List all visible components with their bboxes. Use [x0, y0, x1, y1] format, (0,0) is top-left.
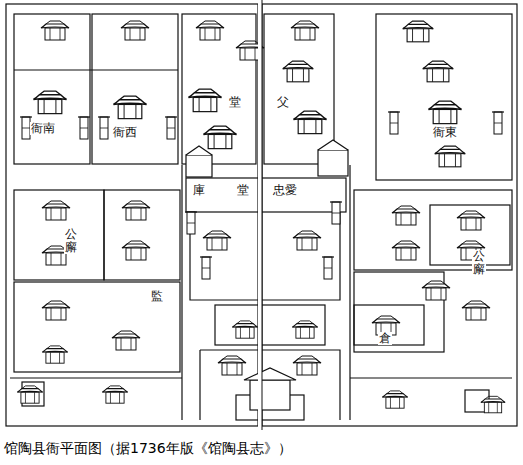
- place-label: 衙東: [432, 126, 458, 139]
- side-hall-icon: [185, 212, 197, 234]
- building-icon: [122, 201, 150, 220]
- building-icon: [292, 321, 317, 338]
- place-label: 衙南: [30, 122, 56, 135]
- building-icon: [218, 356, 246, 375]
- building-icon: [457, 211, 485, 230]
- building-icon: [203, 231, 231, 250]
- place-label: 堂: [228, 96, 242, 109]
- building-icon: [293, 356, 321, 375]
- side-hall-icon: [78, 117, 90, 139]
- building-icon: [17, 386, 42, 403]
- building-icon: [42, 201, 70, 220]
- place-label: 衙西: [112, 126, 138, 139]
- building-icon: [392, 206, 420, 225]
- building-icon: [42, 346, 67, 363]
- place-label: 監: [150, 290, 164, 303]
- building-icon: [403, 21, 434, 42]
- building-icon: [188, 89, 221, 111]
- building-icon: [112, 331, 140, 350]
- building-icon: [33, 91, 66, 113]
- building-icon: [232, 321, 257, 338]
- building-icon: [481, 396, 505, 412]
- building-icon: [435, 146, 466, 167]
- place-label: 公廨: [64, 228, 78, 254]
- figure-caption: 馆陶县衙平面图（据1736年版《馆陶县志》）: [4, 440, 292, 458]
- building-icon: [113, 96, 146, 118]
- side-hall-icon: [200, 257, 212, 279]
- building-icon: [122, 241, 150, 260]
- building-icon: [293, 111, 326, 133]
- side-hall-icon: [388, 112, 400, 134]
- building-icon: [196, 21, 224, 40]
- side-hall-icon: [492, 112, 504, 134]
- place-label: 忠愛: [272, 184, 298, 197]
- building-icon: [283, 61, 314, 82]
- side-hall-icon: [165, 117, 177, 139]
- place-label: 庫: [192, 184, 206, 197]
- side-hall-icon: [98, 117, 110, 139]
- building-icon: [422, 281, 450, 300]
- building-icon: [392, 241, 420, 260]
- place-label: 倉: [378, 332, 392, 345]
- building-icon: [428, 101, 461, 123]
- building-icon: [42, 301, 70, 320]
- building-icon: [423, 61, 454, 82]
- building-icon: [41, 21, 69, 40]
- building-icon: [121, 21, 149, 40]
- building-icon: [203, 126, 236, 148]
- building-icon: [293, 231, 321, 250]
- place-label: 公廨: [472, 250, 486, 276]
- building-icon: [382, 391, 407, 408]
- side-hall-icon: [322, 257, 334, 279]
- place-label: 堂: [236, 184, 250, 197]
- side-hall-icon: [330, 202, 342, 224]
- place-label: 父: [276, 96, 290, 109]
- building-icon: [462, 301, 490, 320]
- building-icon: [291, 21, 319, 40]
- building-icon: [102, 386, 127, 403]
